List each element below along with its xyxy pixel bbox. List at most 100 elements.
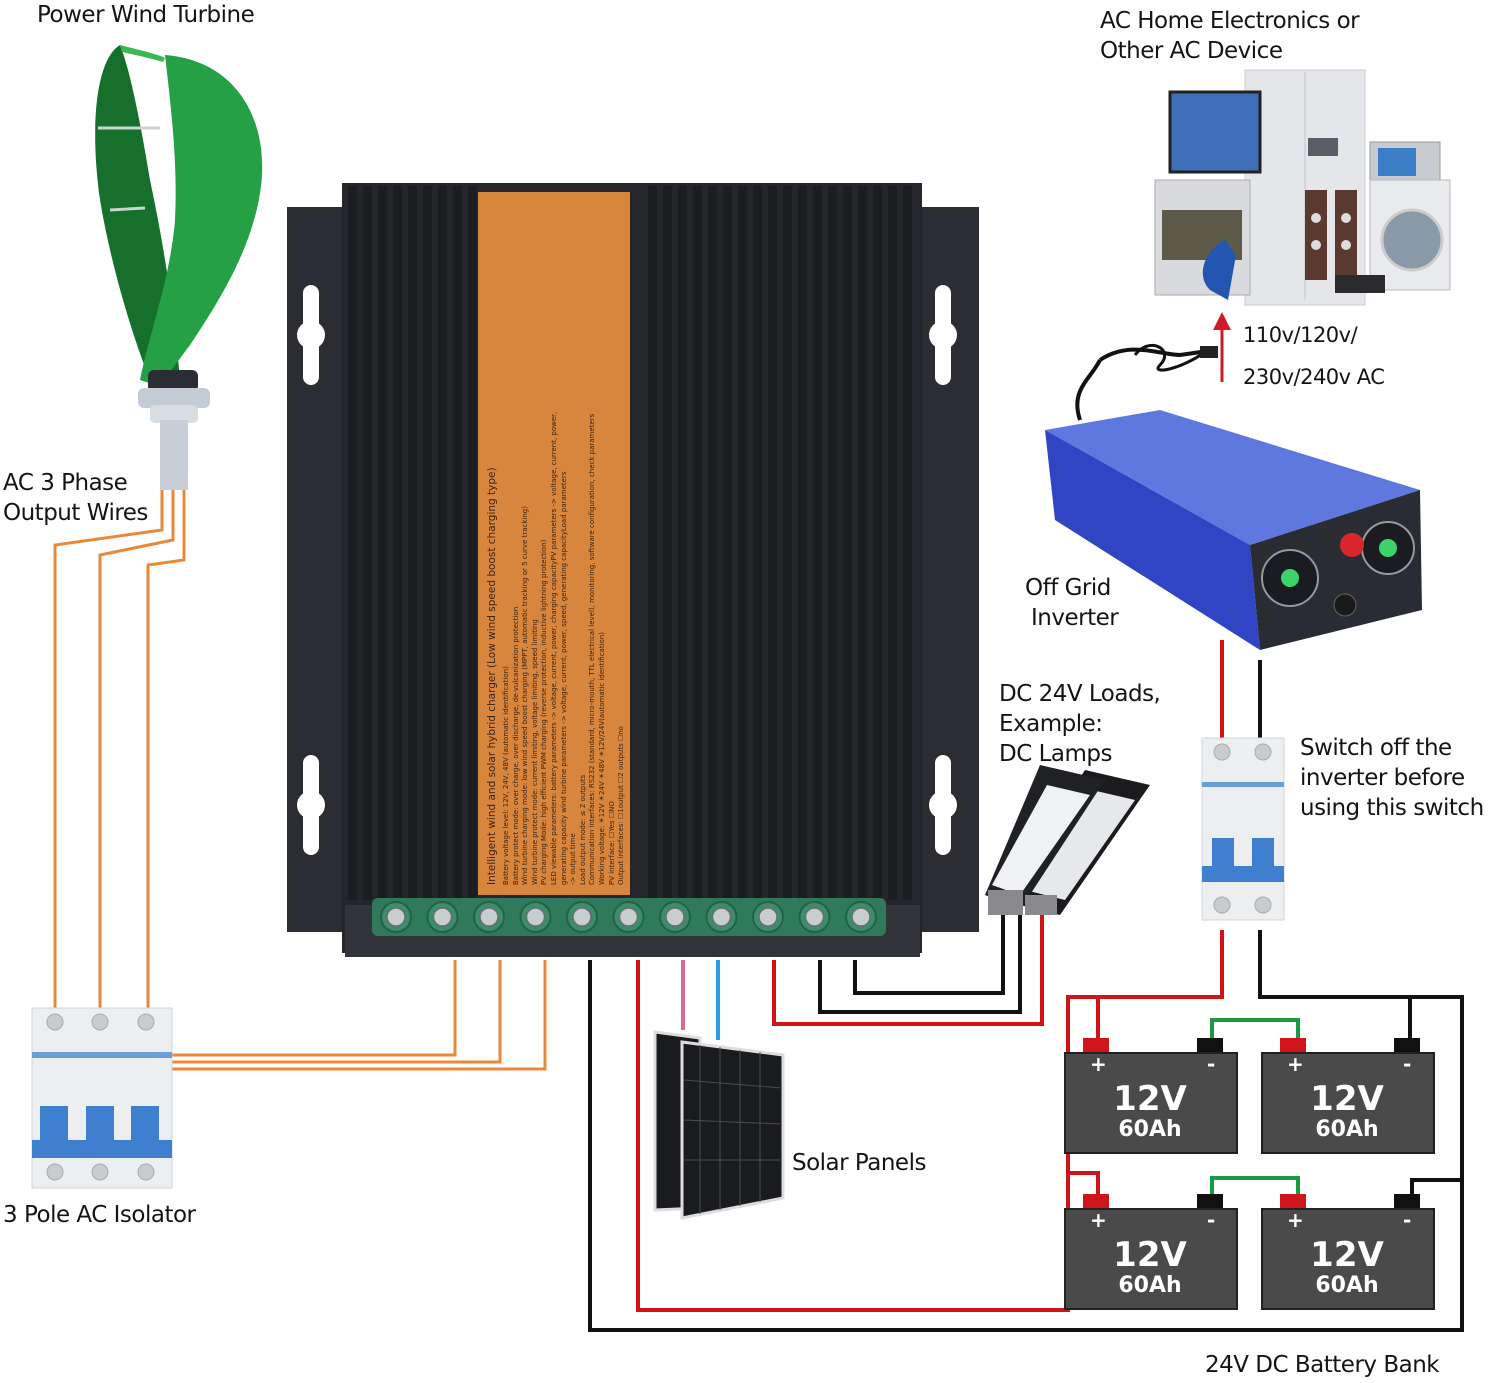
dc-loads-label-line1: DC 24V Loads, (999, 681, 1161, 707)
heatsink-fin (453, 186, 462, 900)
battery-body (1261, 1052, 1435, 1154)
spec-line: Communication interfaces: RS232 (standar… (588, 413, 597, 885)
battery-bank (1064, 1038, 1435, 1310)
terminal-block (380, 901, 877, 933)
solar-panels-icon (653, 1030, 785, 1220)
heatsink-fin (468, 186, 477, 900)
switch-note-line3: using this switch (1300, 795, 1484, 821)
heatsink-fin (438, 186, 447, 900)
ac-isolator-label: 3 Pole AC Isolator (3, 1202, 196, 1228)
inverter-label-line2: Inverter (1031, 605, 1119, 631)
terminal-screw (665, 907, 685, 927)
terminal-screw (572, 907, 592, 927)
heatsink-fin (828, 186, 837, 900)
spec-line: Working voltage: ☀12V ☀24V ☀48V ☀12V/24V… (597, 632, 606, 885)
heatsink-fin (363, 186, 372, 900)
heatsink-fin (348, 186, 357, 900)
battery-4-negative: - (1403, 1208, 1412, 1232)
spec-line: Wind turbine charging mode: low wind spe… (521, 506, 530, 885)
positive-terminal (1083, 1194, 1109, 1209)
heatsink-fin (693, 186, 702, 900)
heatsink-fin (753, 186, 762, 900)
inverter-wires (1220, 640, 1262, 740)
dc-load-wires (772, 915, 1044, 1026)
terminal-screw (758, 907, 778, 927)
battery-bank-label: 24V DC Battery Bank (1205, 1352, 1440, 1378)
battery-1-negative: - (1207, 1052, 1216, 1076)
negative-terminal (1197, 1038, 1223, 1053)
inverter-icon (1045, 347, 1422, 650)
inverter-label-line1: Off Grid (1025, 575, 1111, 601)
battery-4-label: 12V 60Ah (1310, 1235, 1384, 1298)
spec-line: LED viewable parameters: battery paramet… (549, 411, 558, 885)
battery-1-label: 12V 60Ah (1113, 1079, 1187, 1142)
heatsink-fin (813, 186, 822, 900)
terminal-screw (432, 907, 453, 927)
battery-body (1261, 1208, 1435, 1310)
wind-turbine-label: Power Wind Turbine (37, 2, 255, 28)
terminal-screw (386, 907, 406, 927)
positive-terminal (1280, 1038, 1306, 1053)
negative-terminal (1197, 1194, 1223, 1209)
isolator-to-controller-wires (170, 960, 547, 1071)
hybrid-charge-controller (287, 183, 979, 957)
negative-terminal (1394, 1038, 1420, 1053)
spec-line: Battery protect mode: over charge, over … (511, 606, 520, 885)
terminal-screw (479, 907, 499, 927)
battery-4-positive: + (1287, 1208, 1304, 1232)
spec-line: PV charging Mode: high efficient PWM cha… (540, 539, 549, 885)
battery-2-icon (1261, 1038, 1435, 1154)
heatsink-fin (423, 186, 432, 900)
heatsink-fin (768, 186, 777, 900)
positive-terminal (1083, 1038, 1109, 1053)
battery-3-negative: - (1207, 1208, 1216, 1232)
ac-voltage-label-line2: 230v/240v AC (1243, 365, 1385, 389)
heatsink-fin (393, 186, 402, 900)
heatsink-fin (723, 186, 732, 900)
heatsink-fin (903, 186, 912, 900)
battery-1-positive: + (1090, 1052, 1107, 1076)
battery-2-negative: - (1403, 1052, 1412, 1076)
heatsink-fin (783, 186, 792, 900)
spec-line: generating capacity wind turbine paramet… (559, 471, 568, 885)
battery-3-icon (1064, 1194, 1238, 1310)
terminal-screw (711, 907, 732, 927)
terminal-screw (525, 907, 546, 927)
battery-1-icon (1064, 1038, 1238, 1154)
dc-lamps-icon (985, 765, 1150, 915)
ac-devices-label-line2: Other AC Device (1100, 38, 1283, 64)
heatsink-fin (663, 186, 672, 900)
terminal-screw (618, 907, 639, 927)
ac-output-wires-label-line2: Output Wires (3, 500, 148, 526)
spec-line: PV interface: ☐Yes ☐NO (607, 801, 616, 885)
spec-line: -> output time (569, 833, 578, 885)
heatsink-fin (888, 186, 897, 900)
solar-panels-label: Solar Panels (792, 1150, 926, 1176)
dc-loads-label-line3: DC Lamps (999, 741, 1112, 767)
ac-devices-label-line1: AC Home Electronics or (1100, 8, 1360, 34)
ac-voltage-label-line1: 110v/120v/ (1243, 323, 1358, 347)
heatsink-fin (648, 186, 657, 900)
terminal-screw (851, 907, 871, 927)
terminal-screw (804, 907, 825, 927)
dc-loads-label-line2: Example: (999, 711, 1103, 737)
controller-spec-label: Intelligent wind and solar hybrid charge… (478, 192, 630, 895)
heatsink-fin (873, 186, 882, 900)
spec-line: Load output mode: ≤ 2 outputs (578, 774, 587, 885)
battery-body (1064, 1052, 1238, 1154)
switch-note-line2: inverter before (1300, 765, 1465, 791)
heatsink-fin (858, 186, 867, 900)
battery-3-positive: + (1090, 1208, 1107, 1232)
heatsink-fins (348, 186, 912, 900)
spec-line: Wind turbine protect mode: current limit… (530, 619, 539, 885)
heatsink-fin (378, 186, 387, 900)
positive-terminal (1280, 1194, 1306, 1209)
battery-2-positive: + (1287, 1052, 1304, 1076)
ac-appliances-icon (1133, 69, 1451, 382)
spec-line: Output interfaces: ☐1output ☐2 outputs ☐… (617, 726, 626, 885)
battery-body (1064, 1208, 1238, 1310)
dc-breaker-icon (1201, 737, 1285, 921)
heatsink-fin (678, 186, 687, 900)
spec-line: Battery voltage level: 12V, 24V, 48V (au… (502, 666, 510, 885)
ac-output-wires-label-line1: AC 3 Phase (3, 470, 128, 496)
